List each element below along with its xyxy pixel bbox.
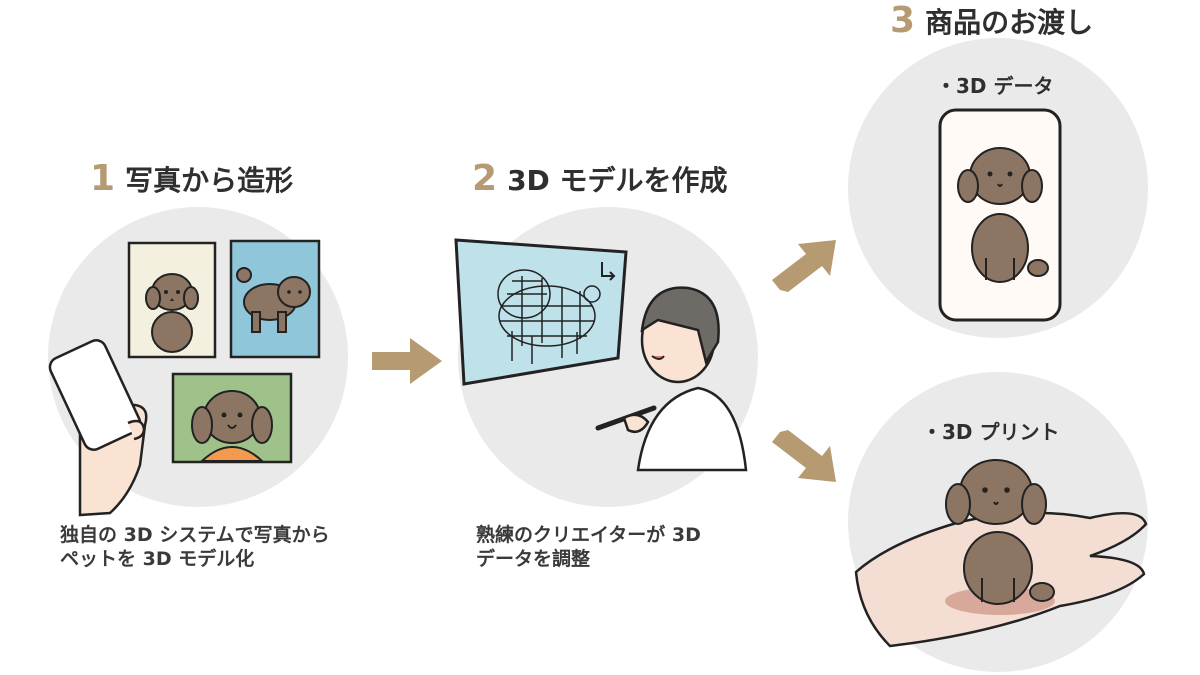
arrow-to-3d-data xyxy=(772,240,836,292)
hand-holding-phone xyxy=(48,339,148,517)
photo-sitting-dog xyxy=(127,241,217,359)
step-1-title: 1 写真から造形 xyxy=(90,158,293,199)
hand-holding-printed-figure xyxy=(854,459,1148,648)
step-3-number: 3 xyxy=(890,0,916,41)
monitor-3d-model xyxy=(454,238,628,386)
deliverable-3d-data-label: ・3D データ xyxy=(936,74,1054,98)
step-2-title: 2 3D モデルを作成 xyxy=(472,158,728,199)
step-2-caption-line-2: データを調整 xyxy=(476,548,591,570)
step-2-title-text: 3D モデルを作成 xyxy=(507,164,728,197)
step-1-caption-line-1: 独自の 3D システムで写真から xyxy=(60,524,330,546)
step-1-title-text: 写真から造形 xyxy=(125,164,294,197)
step-2-number: 2 xyxy=(472,158,498,199)
photo-standing-dog xyxy=(229,239,321,359)
deliverable-3d-print-label: ・3D プリント xyxy=(922,420,1060,444)
step-1-caption: 独自の 3D システムで写真から ペットを 3D モデル化 xyxy=(60,523,330,571)
step-3-title: 3 商品のお渡し xyxy=(890,0,1093,41)
step-1-caption-line-2: ペットを 3D モデル化 xyxy=(60,548,255,570)
step-2-caption: 熟練のクリエイターが 3D データを調整 xyxy=(476,523,701,571)
step-3-title-text: 商品のお渡し xyxy=(925,6,1094,39)
step-2-caption-line-1: 熟練のクリエイターが 3D xyxy=(476,524,701,546)
arrow-step1-to-step2 xyxy=(372,338,442,384)
arrow-to-3d-print xyxy=(772,430,836,482)
photo-dog-with-scarf xyxy=(171,372,293,464)
phone-with-dog-model xyxy=(938,108,1062,322)
creator-with-stylus xyxy=(595,286,748,472)
step-1-number: 1 xyxy=(90,158,116,199)
